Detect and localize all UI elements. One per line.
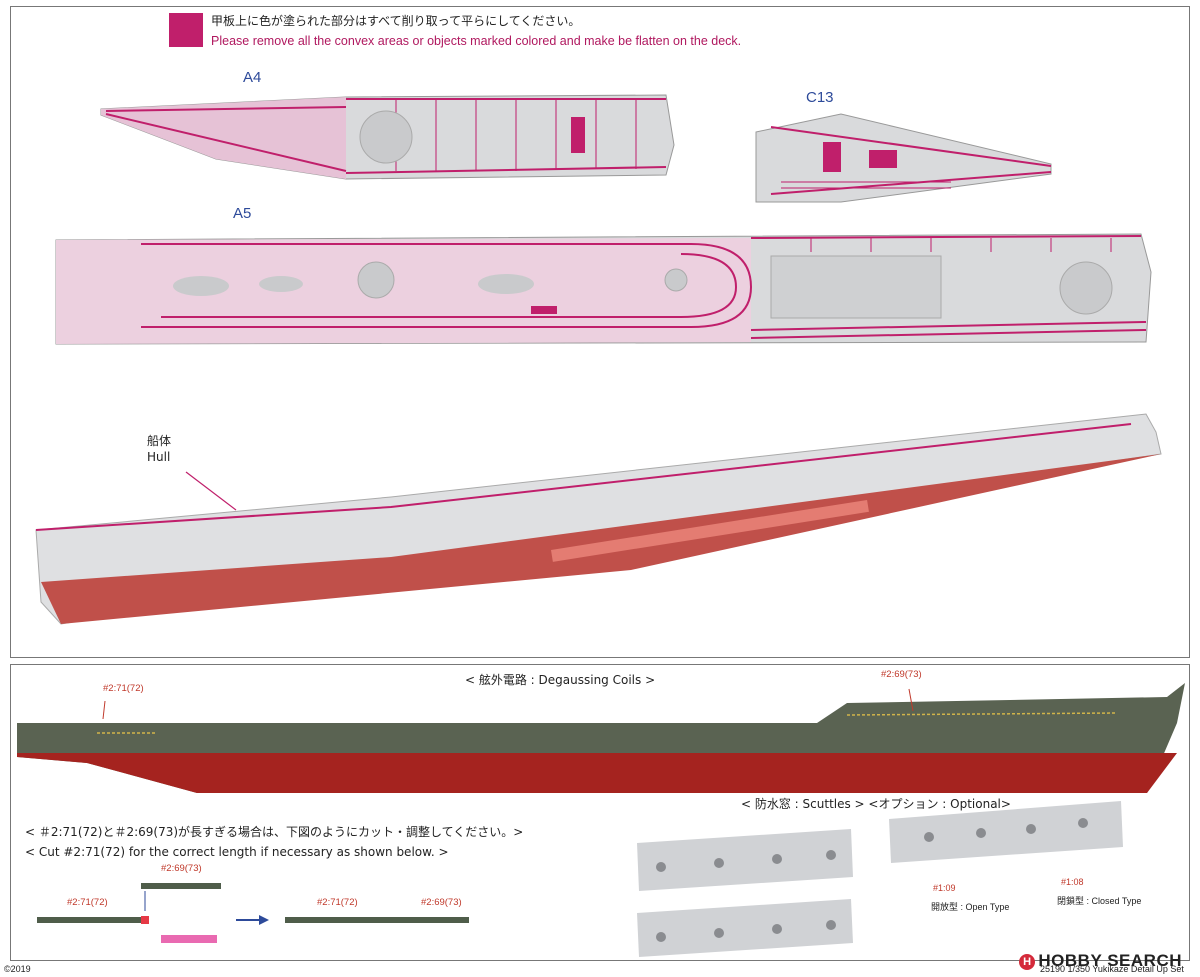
hull-label-jp: 船体 [147,434,172,448]
deck-part-c13 [755,113,1052,203]
diagram-result-right: #2:69(73) [421,897,462,908]
cut-note-jp: < ＃2:71(72)と＃2:69(73)が長すぎる場合は、下図のようにカット・… [25,825,524,839]
diagram-result-left: #2:71(72) [317,897,358,908]
hull-render [35,413,1162,625]
closed-type-label: 閉鎖型 : Closed Type [1057,896,1142,906]
hull-profile [17,683,1185,793]
coil-label-left: #2:71(72) [103,683,144,694]
copyright: ©2019 [4,964,31,974]
degaussing-title: < 舷外電路 : Degaussing Coils > [465,673,656,687]
hull-label-en: Hull [147,450,171,464]
part-number-open: #1:09 [933,883,956,893]
open-type-label: 開放型 : Open Type [931,902,1010,912]
hull-label: 船体 Hull [147,433,171,465]
deck-instruction-panel: 甲板上に色が塗られた部分はすべて削り取って平らにしてください。 Please r… [10,6,1190,658]
scuttles-title: < 防水窓 : Scuttles > <オプション : Optional> [741,797,1011,811]
degaussing-panel: < 舷外電路 : Degaussing Coils > #2:71(72) #2… [10,664,1190,961]
logo-text: HOBBY SEARCH [1038,951,1182,970]
part-label-a4: A4 [243,69,262,86]
color-swatch [169,13,203,47]
deck-part-a5 [55,233,1152,345]
note-en: Please remove all the convex areas or ob… [211,34,742,48]
part-number-closed: #1:08 [1061,877,1084,887]
cut-note-en: < Cut #2:71(72) for the correct length i… [25,845,449,859]
deck-part-a4 [100,94,675,180]
scuttle-plates [637,801,1123,957]
cut-diagram [37,883,469,943]
logo-mark-icon: H [1019,954,1036,970]
note-jp: 甲板上に色が塗られた部分はすべて削り取って平らにしてください。 [211,14,581,28]
coil-label-right: #2:69(73) [881,669,922,680]
part-label-a5: A5 [233,205,252,222]
diagram-label-top: #2:69(73) [161,863,202,874]
product-code: 25190 1/350 Yukikaze Detail Up Set [1040,964,1184,974]
part-label-c13: C13 [806,89,834,106]
diagram-label-left: #2:71(72) [67,897,108,908]
